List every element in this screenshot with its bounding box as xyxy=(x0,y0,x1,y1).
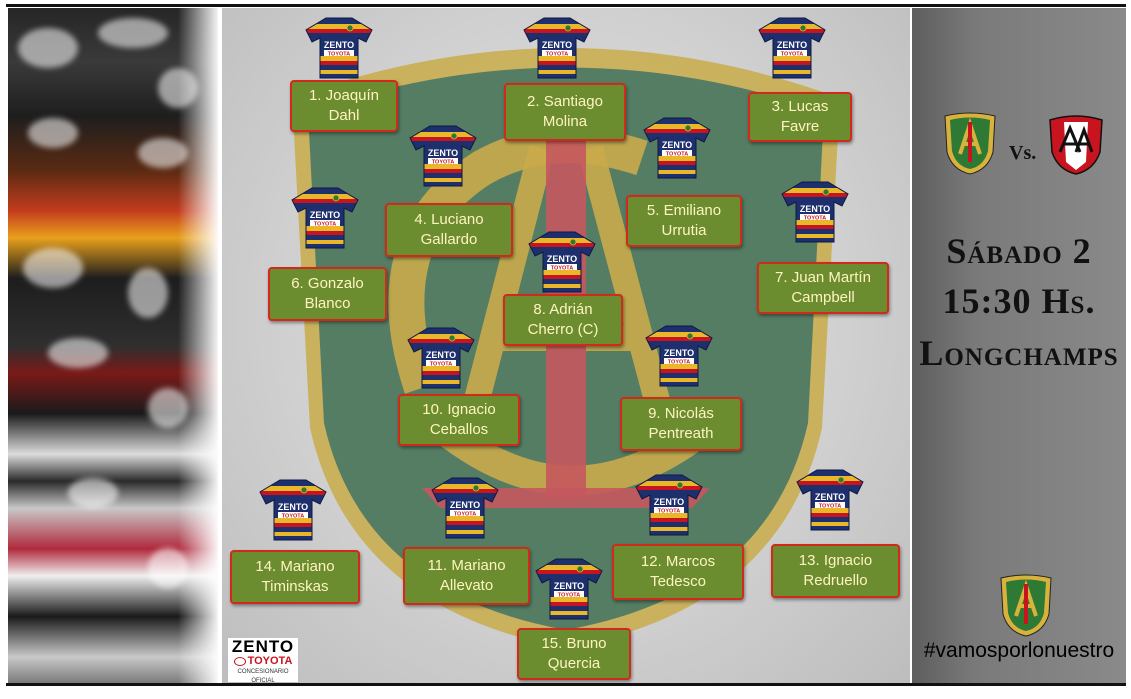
home-club-badge xyxy=(944,112,996,175)
match-venue: Longchamps xyxy=(919,333,1119,373)
player-jersey-4: ZENTO TOYOTA xyxy=(408,124,478,188)
svg-text:TOYOTA: TOYOTA xyxy=(668,360,690,366)
svg-text:TOYOTA: TOYOTA xyxy=(551,266,573,272)
match-day: Sábado 2 xyxy=(946,231,1092,271)
player-jersey-15: ZENTO TOYOTA xyxy=(534,557,604,621)
match-time: 15:30 Hs. xyxy=(942,281,1096,321)
svg-text:TOYOTA: TOYOTA xyxy=(430,362,452,368)
svg-text:TOYOTA: TOYOTA xyxy=(666,152,688,158)
sponsor-subtitle: CONCESIONARIO OFICIAL xyxy=(237,669,289,684)
svg-text:TOYOTA: TOYOTA xyxy=(804,216,826,222)
svg-text:TOYOTA: TOYOTA xyxy=(781,52,803,58)
rival-club-badge xyxy=(1049,115,1103,175)
svg-text:TOYOTA: TOYOTA xyxy=(546,52,568,58)
sponsor-brand: ZENTO xyxy=(231,637,295,656)
versus-label: Vs. xyxy=(1009,142,1037,164)
player-jersey-8: ZENTO TOYOTA xyxy=(527,230,597,294)
svg-text:ZENTO: ZENTO xyxy=(547,254,577,264)
player-jersey-14: ZENTO TOYOTA xyxy=(258,478,328,542)
svg-text:TOYOTA: TOYOTA xyxy=(658,509,680,515)
sponsor-logo: ZENTO TOYOTA CONCESIONARIO OFICIAL xyxy=(228,637,298,684)
svg-text:ZENTO: ZENTO xyxy=(278,502,308,512)
svg-text:ZENTO: ZENTO xyxy=(542,40,572,50)
svg-text:ZENTO: ZENTO xyxy=(310,210,340,220)
svg-text:ZENTO: ZENTO xyxy=(815,492,845,502)
svg-text:ZENTO: ZENTO xyxy=(800,204,830,214)
svg-text:TOYOTA: TOYOTA xyxy=(558,593,580,599)
player-photo-collage xyxy=(8,8,218,684)
svg-text:ZENTO: ZENTO xyxy=(428,148,458,158)
svg-text:TOYOTA: TOYOTA xyxy=(454,512,476,518)
player-jersey-9: ZENTO TOYOTA xyxy=(644,324,714,388)
svg-text:ZENTO: ZENTO xyxy=(664,348,694,358)
svg-text:ZENTO: ZENTO xyxy=(426,350,456,360)
svg-text:ZENTO: ZENTO xyxy=(654,497,684,507)
svg-text:ZENTO: ZENTO xyxy=(324,40,354,50)
svg-text:ZENTO: ZENTO xyxy=(554,581,584,591)
player-jersey-6: ZENTO TOYOTA xyxy=(290,186,360,250)
svg-text:TOYOTA: TOYOTA xyxy=(328,52,350,58)
sponsor-partner: TOYOTA xyxy=(228,655,298,668)
player-jersey-3: ZENTO TOYOTA xyxy=(757,16,827,80)
player-jersey-2: ZENTO TOYOTA xyxy=(522,16,592,80)
svg-text:TOYOTA: TOYOTA xyxy=(432,160,454,166)
player-jersey-5: ZENTO TOYOTA xyxy=(642,116,712,180)
player-jersey-7: ZENTO TOYOTA xyxy=(780,180,850,244)
match-info-panel: Vs. Sábado 2 15:30 Hs. Longchamps #vamos… xyxy=(912,8,1126,684)
top-border xyxy=(6,4,1126,7)
player-jersey-12: ZENTO TOYOTA xyxy=(634,473,704,537)
svg-text:TOYOTA: TOYOTA xyxy=(282,514,304,520)
player-jersey-10: ZENTO TOYOTA xyxy=(406,326,476,390)
svg-text:TOYOTA: TOYOTA xyxy=(819,504,841,510)
svg-text:ZENTO: ZENTO xyxy=(450,500,480,510)
player-jersey-13: ZENTO TOYOTA xyxy=(795,468,865,532)
player-jersey-1: ZENTO TOYOTA xyxy=(304,16,374,80)
player-jersey-11: ZENTO TOYOTA xyxy=(430,476,500,540)
svg-text:TOYOTA: TOYOTA xyxy=(314,222,336,228)
bottom-border xyxy=(6,683,1126,686)
svg-text:ZENTO: ZENTO xyxy=(662,140,692,150)
hashtag: #vamosporlonuestro xyxy=(923,639,1115,662)
club-badge-footer xyxy=(1000,574,1052,637)
svg-text:ZENTO: ZENTO xyxy=(777,40,807,50)
